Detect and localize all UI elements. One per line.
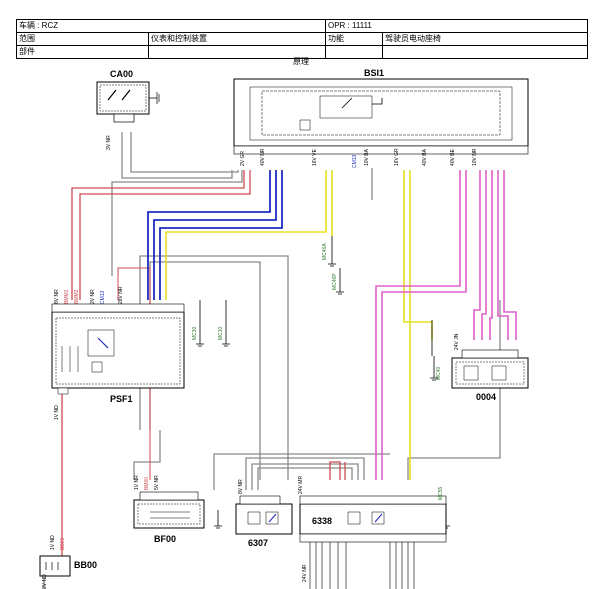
component-bb00: BB00 1V ND BB01 2V ND xyxy=(39,535,97,589)
wire-gray-bsi-psf xyxy=(111,170,243,276)
wire-black-6338-bottom xyxy=(309,540,415,589)
title-block: 车辆 : RCZ OPR : 11111 范围 仪表和控制装置 功能 驾驶员电动… xyxy=(16,19,588,59)
title-row-part: 部件 xyxy=(17,46,587,58)
bb00-label: BB00 xyxy=(74,560,97,570)
mc30-label: MC30 xyxy=(192,326,198,340)
bsi-cm13-label: CM13 xyxy=(352,154,358,168)
c0004-mc40-label: MC40 xyxy=(436,366,442,380)
diagram-title: 原理 xyxy=(293,57,309,66)
mc46a-label: MC46A xyxy=(322,243,328,260)
scope-label: 范围 xyxy=(17,33,149,45)
component-6338: 6338 24V MR 24V NR MC55 xyxy=(298,476,447,582)
component-bsi1: BSI1 2V GR 40V NR 16V VE 10V BA 16V GR 4… xyxy=(233,68,529,168)
psf-bmm1-label: BMM1 xyxy=(64,289,70,304)
c6307-8vnr-label: 8V NR xyxy=(238,479,244,494)
bsi-2vgr-label: 2V GR xyxy=(240,151,246,166)
ground-mc50 xyxy=(214,510,222,529)
title-row-vehicle: 车辆 : RCZ OPR : 11111 xyxy=(17,20,587,33)
bsi-16vve-label: 16V VE xyxy=(312,148,318,166)
title-row-scope: 范围 仪表和控制装置 功能 驾驶员电动座椅 xyxy=(17,33,587,46)
component-bf00: BF00 1V NR 5V NR BM00 xyxy=(133,475,205,544)
bsi-10vba-label: 10V BA xyxy=(364,148,370,166)
psf-8vnr-label: 8V NR xyxy=(54,289,60,304)
bb00-2vnd-label: 2V ND xyxy=(42,574,48,589)
c6338-24vmr-label: 24V MR xyxy=(298,476,304,494)
wire-blue-3 xyxy=(159,170,283,300)
wire-pink-5 xyxy=(489,170,493,340)
wire-gray-6307-b xyxy=(257,467,353,490)
vehicle-field: 车辆 : RCZ xyxy=(17,20,326,32)
c0004-24vjn-label: 24V JN xyxy=(454,333,460,350)
mc46p-label: MC46P xyxy=(332,273,338,290)
wire-gray-6307-c xyxy=(245,457,365,490)
wire-yellow-1 xyxy=(165,170,327,300)
part-value xyxy=(149,46,326,58)
wire-red-bsi-psf-2 xyxy=(79,170,251,300)
wire-gray-ca00-bsi xyxy=(121,132,233,179)
psf-2vnr-label: 2V NR xyxy=(90,289,96,304)
wire-gray-6307-a xyxy=(251,463,359,490)
part-label: 部件 xyxy=(17,46,149,58)
bb00-1vnd-label: 1V ND xyxy=(50,535,56,550)
c6307-label: 6307 xyxy=(248,538,268,548)
bsi-40vbe-label: 40V BE xyxy=(450,148,456,166)
c6338-24vnr-label: 24V NR xyxy=(302,564,308,582)
ground-mc10 xyxy=(222,300,230,347)
bsi-10vnr-label: 10V NR xyxy=(472,148,478,166)
function-value: 驾驶员电动座椅 xyxy=(385,34,441,43)
component-6307: 6307 8V NR xyxy=(235,479,293,548)
part-extra-1 xyxy=(326,46,383,58)
bb00-bb01-label: BB01 xyxy=(60,538,66,550)
bsi1-label: BSI1 xyxy=(364,68,384,78)
wire-pink-1 xyxy=(375,170,461,480)
bf00-5vnr-label: 5V NR xyxy=(154,475,160,490)
bf00-bm00-label: BM00 xyxy=(144,477,150,490)
grounds xyxy=(196,236,450,529)
ground-mc46p xyxy=(336,268,344,295)
component-ca00: CA00 3V NR xyxy=(96,69,160,150)
component-psf1: PSF1 8V NR 2V NR 28V NR 1V ND BMM1 BMM2 … xyxy=(51,286,185,420)
c6338-mc55-label: MC55 xyxy=(438,486,444,500)
psf-cm13-label: CM13 xyxy=(100,290,106,304)
c0004-label: 0004 xyxy=(476,392,496,402)
c6338-label: 6338 xyxy=(312,516,332,526)
bsi-16vgr-label: 16V GR xyxy=(394,148,400,166)
wire-pink-6 xyxy=(497,170,509,340)
ground-mc40 xyxy=(430,356,438,381)
wire-pink-7 xyxy=(503,170,517,340)
wire-gray-top-6338 xyxy=(213,453,390,490)
wire-gray-ca00-bsi-2 xyxy=(130,132,239,173)
wire-blue-2 xyxy=(153,170,277,300)
wire-blue-1 xyxy=(147,170,271,300)
psf-bmm2-label: BMM2 xyxy=(74,289,80,304)
ground-mc30 xyxy=(196,300,204,347)
psf1-label: PSF1 xyxy=(110,394,133,404)
ca00-conn-label: 3V NR xyxy=(106,135,112,150)
bf00-label: BF00 xyxy=(154,534,176,544)
scope-value: 仪表和控制装置 xyxy=(149,33,326,45)
wire-gray-4 xyxy=(133,430,161,480)
psf-28vnr-label: 28V NR xyxy=(118,286,124,304)
psf-1vnd-label: 1V ND xyxy=(54,405,60,420)
wire-yellow-3 xyxy=(403,170,433,340)
wire-red-bsi-psf-1 xyxy=(71,170,245,300)
function-label: 功能 xyxy=(326,33,383,45)
wire-red-6338-a xyxy=(329,461,341,480)
ground-mc46a xyxy=(328,236,336,267)
bsi-40vba-label: 40V BA xyxy=(422,148,428,166)
opr-field: OPR : 11111 xyxy=(328,21,372,30)
ca00-label: CA00 xyxy=(110,69,133,79)
bf00-1vnr-label: 1V NR xyxy=(134,475,140,490)
bsi-40vnr-label: 40V NR xyxy=(260,148,266,166)
wire-pink-4 xyxy=(481,170,487,340)
wire-pink-3 xyxy=(473,170,481,340)
component-0004: 0004 24V JN MC40 xyxy=(436,333,529,402)
mc10-label: MC10 xyxy=(218,326,224,340)
wire-pink-2 xyxy=(381,170,467,480)
wire-gray-0004-6338 xyxy=(407,300,501,480)
